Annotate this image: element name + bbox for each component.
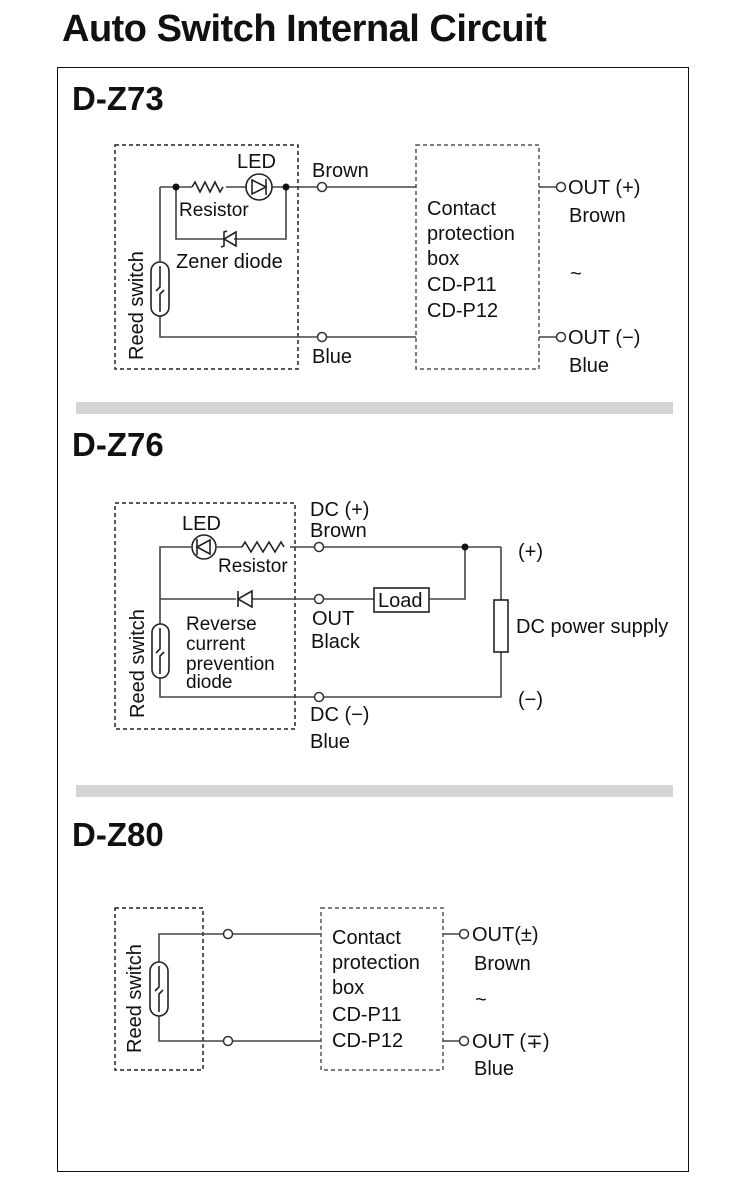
diagram-frame	[57, 67, 689, 1172]
brown-wire-label: Brown	[312, 160, 369, 182]
reverse-current-diode-symbol	[236, 589, 253, 609]
contact-protection-box	[415, 144, 540, 370]
junction-dot	[461, 543, 469, 551]
box-label-line: Contact	[427, 198, 496, 220]
resistor-label: Resistor	[179, 200, 249, 221]
resistor-symbol	[241, 540, 285, 554]
box-label-line: CD-P12	[427, 300, 498, 322]
dc-positive-label: DC (+)	[310, 499, 369, 521]
resistor-symbol	[191, 180, 224, 194]
led-symbol	[245, 173, 273, 201]
out-positive-color: Brown	[569, 205, 626, 227]
out-bottom-color: Blue	[474, 1058, 514, 1080]
reed-switch-symbol	[150, 261, 170, 317]
diode-label-line: diode	[186, 672, 233, 693]
reed-switch-symbol	[149, 961, 169, 1017]
terminal	[222, 1035, 234, 1047]
dc-power-supply-symbol	[493, 599, 509, 653]
diode-label-line: prevention	[186, 654, 275, 675]
output-wires	[443, 933, 459, 1042]
led-symbol	[191, 534, 217, 560]
out-bottom-label: OUT (∓)	[472, 1031, 550, 1053]
ac-tilde: ~	[475, 989, 487, 1011]
out-load-wire	[160, 547, 466, 600]
out-top-label: OUT(±)	[472, 924, 539, 946]
section-d-z76: D-Z76 LED Resistor	[72, 426, 668, 753]
supply-negative-label: (−)	[518, 689, 543, 711]
box-label-line: protection	[427, 223, 515, 245]
section-divider	[76, 402, 673, 414]
supply-positive-label: (+)	[518, 541, 543, 563]
terminal	[458, 1035, 470, 1047]
box-label-line: CD-P11	[332, 1004, 402, 1026]
out-label: OUT	[312, 608, 354, 630]
ac-tilde: ~	[570, 263, 582, 285]
reed-wire	[158, 933, 321, 1042]
terminal	[313, 691, 325, 703]
terminal	[555, 331, 567, 343]
box-label-line: protection	[332, 952, 420, 974]
box-label-line: CD-P12	[332, 1030, 403, 1052]
reed-switch-label: Reed switch	[126, 251, 148, 360]
box-label-line: box	[427, 248, 459, 270]
junction-dot	[172, 183, 180, 191]
out-color: Black	[311, 631, 361, 653]
section-d-z80: D-Z80 Reed switch Contact protection box…	[72, 816, 550, 1080]
reed-switch-label: Reed switch	[127, 609, 149, 718]
dc-negative-color: Blue	[310, 731, 350, 753]
switch-housing	[114, 144, 299, 370]
zener-branch-wire	[175, 187, 287, 240]
led-label: LED	[237, 151, 276, 173]
terminal	[222, 928, 234, 940]
out-positive-label: OUT (+)	[568, 177, 640, 199]
diode-label-line: current	[186, 634, 246, 655]
dc-power-supply-label: DC power supply	[516, 616, 668, 638]
section-d-z73: D-Z73 LED R	[72, 80, 640, 377]
dc-negative-wire	[159, 547, 502, 698]
terminal	[458, 928, 470, 940]
terminal	[316, 331, 328, 343]
out-negative-label: OUT (−)	[568, 327, 640, 349]
output-wires	[539, 186, 557, 338]
reed-switch-label: Reed switch	[124, 944, 146, 1053]
out-negative-color: Blue	[569, 355, 609, 377]
model-title: D-Z76	[72, 426, 164, 463]
terminal	[316, 181, 328, 193]
page-title: Auto Switch Internal Circuit	[62, 8, 547, 50]
out-top-color: Brown	[474, 953, 531, 975]
contact-protection-box	[320, 907, 444, 1071]
zener-diode-symbol	[220, 230, 237, 248]
terminal	[313, 541, 325, 553]
dc-negative-label: DC (−)	[310, 704, 369, 726]
dc-positive-color: Brown	[310, 520, 367, 542]
box-label-line: Contact	[332, 927, 401, 949]
resistor-label: Resistor	[218, 556, 288, 577]
diode-label-line: Reverse	[186, 614, 257, 635]
led-label: LED	[182, 513, 221, 535]
blue-wire-label: Blue	[312, 346, 352, 368]
switch-housing	[114, 907, 204, 1071]
terminal	[313, 593, 325, 605]
model-title: D-Z80	[72, 816, 164, 853]
load-box	[373, 587, 430, 613]
load-label: Load	[378, 590, 423, 612]
zener-diode-label: Zener diode	[176, 251, 283, 273]
box-label-line: box	[332, 977, 364, 999]
box-label-line: CD-P11	[427, 274, 497, 296]
terminal	[555, 181, 567, 193]
model-title: D-Z73	[72, 80, 164, 117]
reed-wire	[159, 187, 416, 338]
section-divider	[76, 785, 673, 797]
junction-dot	[282, 183, 290, 191]
reed-switch-symbol	[151, 623, 170, 679]
